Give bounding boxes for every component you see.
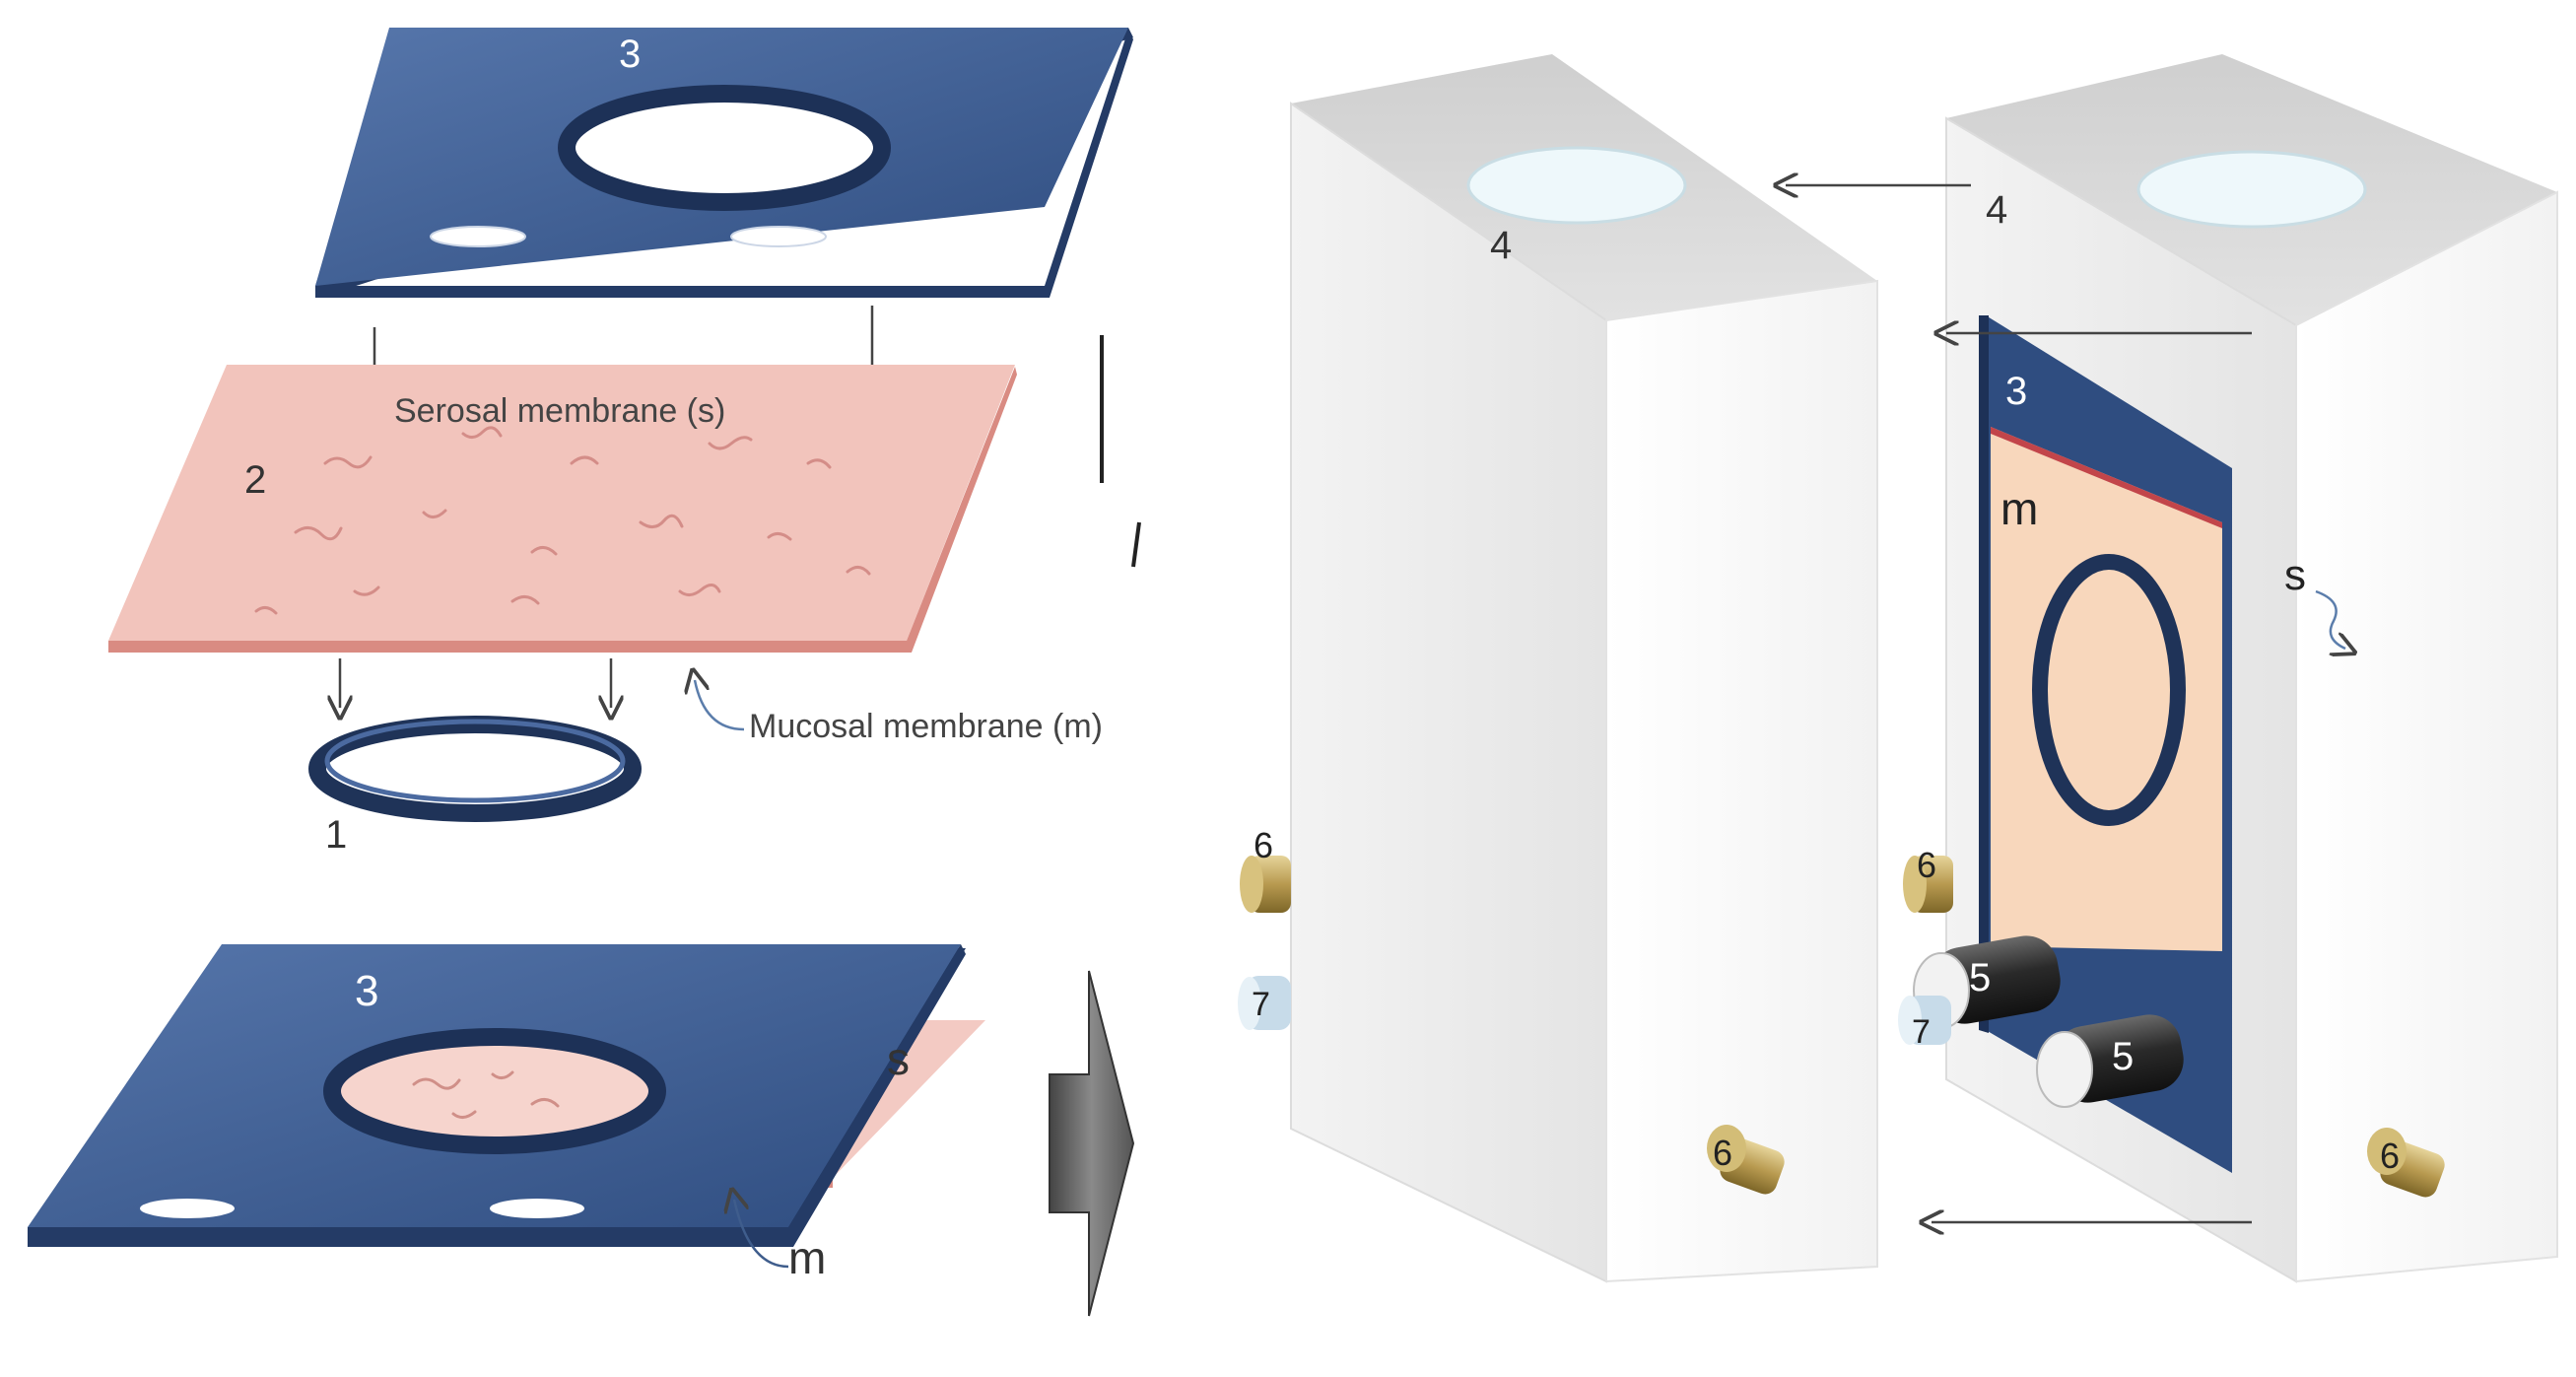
left-chamber-block: 4 (1290, 54, 1878, 1283)
mucosal-label: Mucosal membrane (m) (749, 708, 1103, 745)
mucosal-callout: Mucosal membrane (m) (695, 680, 1103, 745)
plate-bottom-label: 3 (355, 967, 378, 1015)
plate-top-label: 3 (619, 33, 641, 76)
panel-ring (2032, 554, 2186, 826)
direction-arrow (1049, 970, 1135, 1317)
assembled-window (323, 1028, 666, 1154)
left-block-ports: 6 7 6 (1238, 825, 1785, 1195)
brass-port-right-bottom: 6 (2367, 1128, 2445, 1198)
port-6-left-top-label: 6 (1254, 825, 1273, 865)
tube-5-lower: 5 (2036, 1014, 2184, 1108)
port-6-right-bottom-label: 6 (2380, 1136, 2400, 1176)
m-bottom-label: m (788, 1232, 826, 1283)
separator-marks (1100, 335, 1141, 568)
brass-port-right-top: 6 (1903, 845, 1953, 913)
left-block-window (1466, 146, 1687, 225)
membrane-sheet: Serosal membrane (s) 2 (108, 365, 1017, 653)
ring-num-label: 1 (325, 813, 347, 857)
port-6-right-top-label: 6 (1917, 845, 1936, 885)
tissue-texture (254, 426, 871, 615)
panel-s-callout (2315, 589, 2345, 649)
brass-port-left-top: 6 (1240, 825, 1291, 913)
tube-5a-label: 5 (1969, 956, 1991, 999)
port-7-right-label: 7 (1912, 1013, 1931, 1051)
blue-port-right: 7 (1898, 996, 1951, 1051)
left-block-4-label: 4 (1490, 224, 1512, 267)
right-block-4-label: 4 (1986, 188, 2007, 232)
s-bottom-label: s (887, 1033, 910, 1084)
top-plate: 3 (315, 28, 1133, 298)
plate-window (558, 85, 891, 211)
o-ring: 1 (308, 716, 642, 857)
plate-hole-right (730, 226, 827, 247)
panel-s-label: s (2284, 551, 2306, 599)
assembled-plate: 3 s m (28, 944, 985, 1283)
port-7-left-label: 7 (1252, 986, 1270, 1023)
panel-m-label: m (2000, 483, 2038, 534)
right-chamber-block: 3 m 5 5 6 7 6 (1898, 54, 2558, 1283)
arrows-membrane-to-ring (340, 658, 611, 708)
serosal-label: Serosal membrane (s) (394, 392, 725, 430)
right-block-window (2136, 150, 2367, 229)
panel-3-label: 3 (2005, 370, 2027, 413)
assembled-hole-left (140, 1199, 235, 1218)
brass-port-left-bottom: 6 (1707, 1125, 1785, 1195)
membrane-num-label: 2 (244, 458, 266, 502)
blue-port-left: 7 (1238, 976, 1291, 1030)
port-6-left-bottom-label: 6 (1713, 1133, 1732, 1173)
plate-hole-left (430, 226, 526, 247)
tube-5b-label: 5 (2112, 1035, 2134, 1078)
assembly-arrows (1786, 185, 2252, 1222)
assembled-hole-right (490, 1199, 584, 1218)
